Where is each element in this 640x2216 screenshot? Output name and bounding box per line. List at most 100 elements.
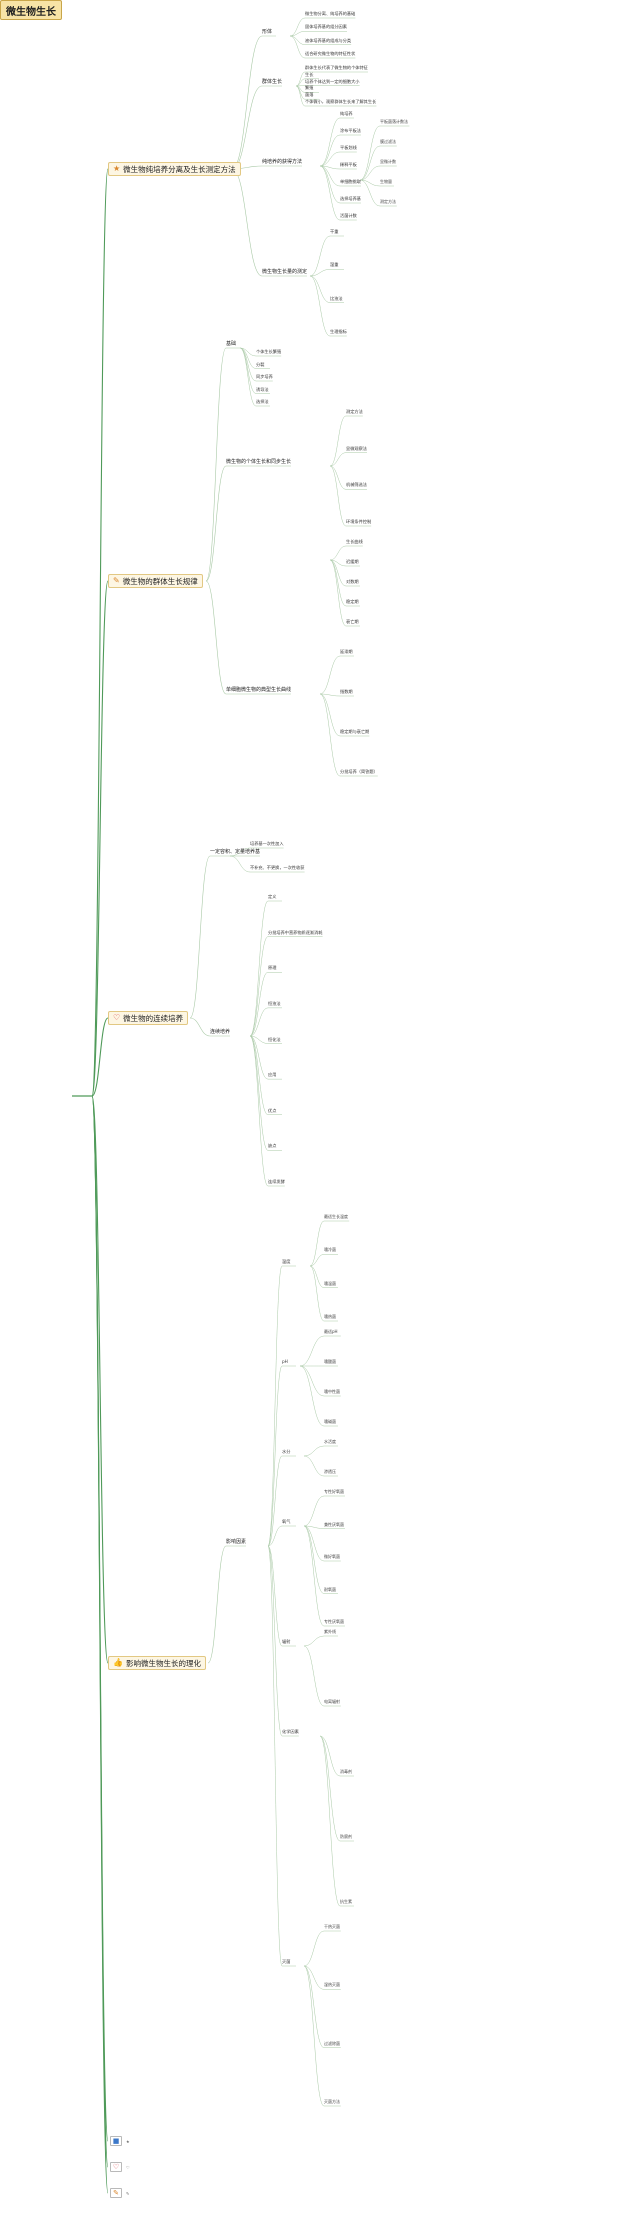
mind-map-node[interactable]: 显微计数 (380, 159, 396, 164)
mind-map-node[interactable]: 适合研究微生物的特征性状 (305, 51, 356, 56)
mind-map-node[interactable]: 水活度 (324, 1439, 336, 1444)
mind-map-node[interactable]: 繁殖 (305, 85, 314, 91)
mind-map-node[interactable]: 测定方法 (346, 409, 363, 414)
mind-map-node[interactable]: 活菌计数 (340, 213, 357, 218)
mind-map-node[interactable]: 机械筛选法 (346, 482, 367, 488)
mind-map-node[interactable]: 菌落 (305, 92, 314, 98)
mind-map-node[interactable]: 纯培养的获得方法 (262, 159, 303, 165)
mind-map-node[interactable]: 干重 (330, 229, 339, 234)
mind-map-node[interactable]: 灭菌方法 (324, 2099, 340, 2104)
mind-map-node[interactable]: 嗜热菌 (324, 1314, 336, 1319)
mind-map-node[interactable]: 比浊法 (330, 295, 343, 301)
mind-map-node[interactable]: 消毒剂 (340, 1769, 352, 1774)
mind-map-node[interactable]: 群体生长代表了微生物的个体特征 (305, 65, 368, 70)
mind-map-node[interactable]: 形体 (262, 29, 273, 35)
mind-map-node[interactable]: 涂布平板法 (340, 128, 361, 133)
mind-map-node[interactable]: 选择法 (256, 399, 269, 404)
mind-map-node[interactable]: 迟缓期 (346, 559, 359, 564)
mind-map-node[interactable]: 单细胞挑取 (340, 179, 361, 184)
mind-map-node[interactable]: 抗生素 (340, 1899, 352, 1904)
mind-map-node[interactable]: 最适生长温度 (324, 1214, 348, 1219)
mind-map-node[interactable]: 显微观察法 (346, 445, 367, 451)
mind-map-node[interactable]: 选择培养基 (340, 196, 361, 201)
mind-map-node[interactable]: 生理指标 (330, 329, 347, 334)
mind-map-node[interactable]: 应用 (268, 1072, 277, 1078)
mind-map-node[interactable]: 灭菌 (282, 1959, 291, 1964)
mind-map-node[interactable]: 对数期 (346, 579, 359, 584)
mind-map-node[interactable]: 微生物的个体生长和同步生长 (226, 459, 292, 465)
mind-map-node[interactable]: 渗透压 (324, 1469, 336, 1474)
mind-map-node[interactable]: 影响因素 (226, 1539, 247, 1545)
mind-map-node[interactable]: 一定容积、定量培养基 (210, 849, 261, 855)
mind-map-node[interactable]: 分裂 (256, 361, 265, 367)
mind-map-node[interactable]: 最适pH (324, 1329, 338, 1334)
mind-map-node[interactable]: 恒浊法 (268, 1000, 281, 1006)
mind-map-node[interactable]: 嗜冷菌 (324, 1247, 336, 1253)
mind-map-node[interactable]: 湿重 (330, 262, 339, 268)
mind-map-node[interactable]: 辐射 (282, 1639, 291, 1644)
mind-map-node[interactable]: 平板划线 (340, 145, 357, 150)
mind-map-node[interactable]: 个体微小，观察群体生长来了解其生长 (305, 99, 377, 104)
mind-map-node[interactable]: 培养个体达到一定的细胞大小 (305, 78, 360, 84)
mind-map-node[interactable]: 嗜碱菌 (324, 1419, 336, 1424)
mind-map-node[interactable]: 生物量 (380, 179, 392, 184)
mind-map-node[interactable]: 生长 (305, 71, 314, 77)
mind-map-node[interactable]: 缺点 (268, 1143, 277, 1149)
mind-map-node[interactable]: 原理 (268, 965, 277, 971)
mind-map-node[interactable]: 连续培养 (210, 1029, 231, 1035)
mind-map-node[interactable]: 单细胞微生物的典型生长曲线 (226, 687, 292, 693)
mind-map-node[interactable]: 专性好氧菌 (324, 1489, 344, 1494)
mind-map-node[interactable]: 嗜中性菌 (324, 1389, 340, 1394)
mind-map-node[interactable]: 微生物分离、纯培养的基础 (305, 11, 356, 16)
mind-map-node[interactable]: 环境条件控制 (346, 519, 372, 524)
branch-isolation-and-measurement[interactable]: ★ 微生物纯培养分离及生长测定方法 (108, 162, 241, 176)
mind-map-node[interactable]: 测定方法 (380, 199, 396, 204)
mind-map-node[interactable]: 化学因素 (282, 1729, 299, 1734)
mind-map-node[interactable]: 水分 (282, 1449, 291, 1454)
mind-map-node[interactable]: 群体生长 (262, 79, 283, 85)
root-node[interactable]: 微生物生长 (0, 0, 62, 20)
mind-map-node[interactable]: 指数期 (340, 689, 353, 694)
mind-map-node[interactable]: 平板菌落计数法 (380, 119, 408, 124)
mind-map-node[interactable]: 生长曲线 (346, 539, 363, 544)
mind-map-node[interactable]: 防腐剂 (340, 1834, 352, 1839)
mind-map-node[interactable]: 温度 (282, 1259, 291, 1264)
mind-map-node[interactable]: 电离辐射 (324, 1699, 340, 1704)
mind-map-node[interactable]: 氧气 (282, 1519, 291, 1524)
mind-map-node[interactable]: 诱导法 (256, 386, 269, 392)
note-small-icon[interactable]: ✎ (110, 2188, 122, 2198)
mind-map-node[interactable]: 湿热灭菌 (324, 1982, 340, 1988)
mind-map-node[interactable]: 分批培养（简答题） (340, 769, 378, 774)
mind-map-node[interactable]: 过滤除菌 (324, 2040, 340, 2046)
mind-map-node[interactable]: 嗜酸菌 (324, 1359, 336, 1364)
mind-map-node[interactable]: 优点 (268, 1107, 277, 1113)
mind-map-node[interactable]: 微生物生长量的测定 (262, 269, 308, 275)
mind-map-node[interactable]: 不补充、不更换，一次性收获 (250, 865, 305, 870)
mind-map-node[interactable]: 嗜温菌 (324, 1280, 336, 1286)
mind-map-node[interactable]: 个体生长繁殖 (256, 349, 282, 354)
mind-map-node[interactable]: 连续发酵 (268, 1179, 285, 1184)
branch-group-growth[interactable]: ✎ 微生物的群体生长规律 (108, 574, 203, 588)
mind-map-node[interactable]: 培养基一次性加入 (250, 841, 284, 846)
mind-map-node[interactable]: pH (282, 1359, 288, 1364)
mind-map-node[interactable]: 分批培养中营养物质逐渐消耗 (268, 929, 323, 935)
mind-map-node[interactable]: 稀释平板 (340, 162, 357, 167)
mind-map-node[interactable]: 稳定期与衰亡期 (340, 729, 370, 734)
mind-map-node[interactable]: 微好氧菌 (324, 1554, 340, 1559)
mind-map-node[interactable]: 纯培养 (340, 111, 353, 116)
mind-map-node[interactable]: 耐氧菌 (324, 1586, 336, 1592)
branch-continuous-culture[interactable]: ♡ 微生物的连续培养 (108, 1011, 189, 1025)
mind-map-node[interactable]: 兼性厌氧菌 (324, 1521, 344, 1527)
mind-map-node[interactable]: 紫外线 (324, 1629, 336, 1634)
mind-map-node[interactable]: 同步培养 (256, 374, 273, 379)
mind-map-node[interactable]: 专性厌氧菌 (324, 1619, 344, 1624)
mind-map-node[interactable]: 定义 (268, 894, 277, 899)
mind-map-node[interactable]: 衰亡期 (346, 619, 359, 624)
mind-map-node[interactable]: 延滞期 (340, 649, 353, 654)
mind-map-node[interactable]: 干热灭菌 (324, 1924, 340, 1929)
mind-map-node[interactable]: 液体培养基的组成与分类 (305, 37, 352, 43)
branch-influencing-factors[interactable]: 👍 影响微生物生长的理化 (108, 1656, 206, 1670)
heart-outline-icon[interactable]: ♡ (110, 2162, 122, 2172)
mind-map-node[interactable]: 恒化法 (268, 1036, 281, 1042)
mind-map-node[interactable]: 稳定期 (346, 599, 359, 604)
